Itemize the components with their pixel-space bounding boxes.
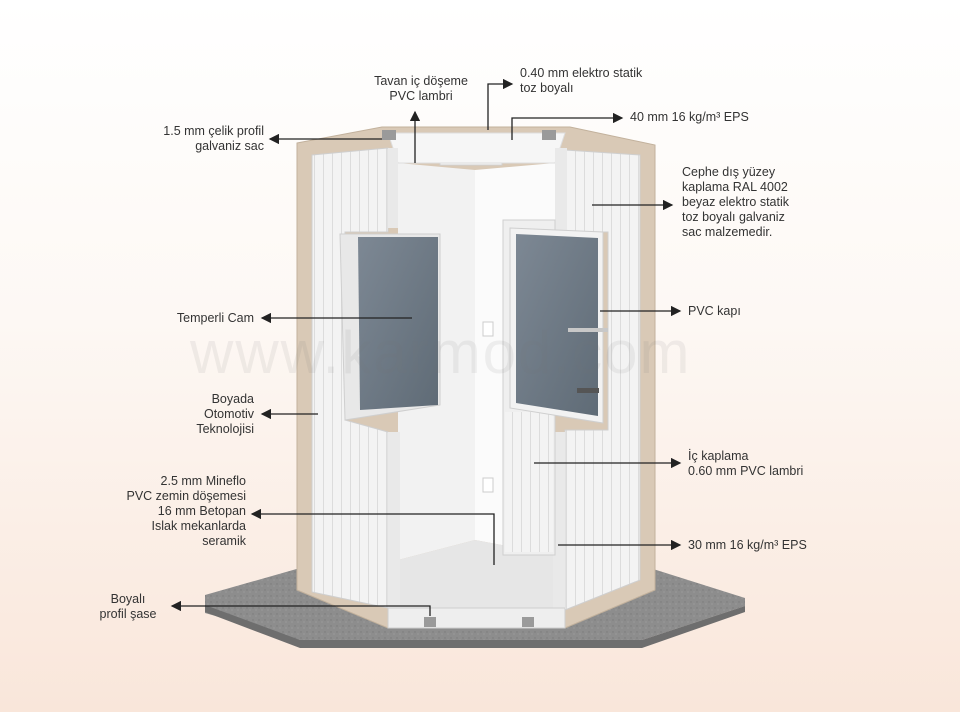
label-temperli-cam: Temperli Cam [176,311,254,325]
left-window [339,233,441,421]
label-ic-kaplama: İç kaplama 0.60 mm PVC lambri [688,449,804,478]
arrow-sase [170,600,431,616]
watermark: www.karmod.com [190,319,692,386]
label-cephe: Cephe dış yüzey kaplama RAL 4002 beyaz e… [682,165,789,239]
arrow-zemin [250,508,495,565]
right-wall [553,148,641,611]
label-boyada: Boyada Otomotiv Teknolojisi [196,392,254,436]
label-pvc-kapi: PVC kapı [688,304,741,318]
label-elektro-statik: 0.40 mm elektro statik toz boyalı [520,66,643,95]
label-eps-30: 30 mm 16 kg/m³ EPS [688,538,807,552]
label-tavan: Tavan iç döşeme PVC lambri [374,74,468,103]
left-wall [311,147,400,610]
label-eps-40: 40 mm 16 kg/m³ EPS [630,110,749,124]
label-sase: Boyalı profil şase [99,592,157,621]
ceiling [382,130,566,164]
arrow-elektro-statik [487,78,514,130]
label-celik-profil: 1.5 mm çelik profil galvaniz sac [163,124,264,153]
arrow-eps-40 [511,112,624,140]
bottom-sill [387,607,566,629]
annotation-arrows [170,78,682,616]
label-zemin: 2.5 mm Mineflo PVC zemin döşemesi 16 mm … [126,474,247,548]
pvc-door [502,219,608,556]
